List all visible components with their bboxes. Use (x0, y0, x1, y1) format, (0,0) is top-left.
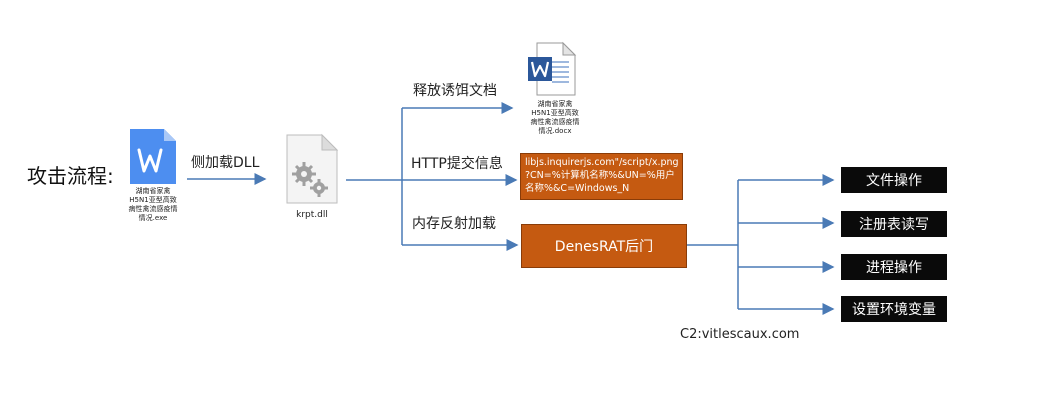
op-set-env-vars: 设置环境变量 (841, 296, 947, 322)
flow-title: 攻击流程: (27, 164, 114, 188)
denesrat-backdoor-box: DenesRAT后门 (521, 224, 687, 268)
docx-file-caption: 湖南省家禽 H5N1亚型高致 病性禽流感疫情 情况.docx (512, 100, 598, 136)
dll-file-caption: krpt.dll (296, 210, 328, 220)
docx-caption-line: H5N1亚型高致 (531, 109, 579, 117)
wps-exe-icon (130, 129, 176, 184)
op-process-operations: 进程操作 (841, 254, 947, 280)
docx-caption-line: 病性禽流感疫情 (530, 118, 580, 126)
http-request-box: libjs.inquirerjs.com"/script/x.png ?CN=%… (520, 153, 683, 200)
http-request-line: ?CN=%计算机名称%&UN=%用户 (525, 170, 675, 181)
http-request-line: 名称%&C=Windows_N (525, 183, 630, 194)
c2-server-label: C2:vitlescaux.com (680, 327, 800, 342)
sideload-label: 侧加载DLL (191, 155, 260, 171)
op-registry-rw: 注册表读写 (841, 211, 947, 237)
docx-caption-line: 湖南省家禽 (537, 100, 573, 108)
word-doc-icon (528, 41, 577, 96)
http-request-line: libjs.inquirerjs.com"/script/x.png (525, 157, 679, 168)
http-submit-label: HTTP提交信息 (411, 156, 503, 172)
exe-caption-line: H5N1亚型高致 (129, 196, 177, 204)
exe-caption-line: 湖南省家禽 (135, 187, 171, 195)
release-decoy-label: 释放诱饵文档 (413, 83, 497, 99)
docx-caption-line: 情况.docx (538, 127, 572, 135)
op-file-operations: 文件操作 (841, 167, 947, 193)
exe-caption-line: 病性禽流感疫情 (128, 205, 178, 213)
exe-file-caption: 湖南省家禽 H5N1亚型高致 病性禽流感疫情 情况.exe (110, 187, 196, 223)
exe-caption-line: 情况.exe (138, 214, 168, 222)
dll-gear-icon (286, 133, 339, 204)
reflective-load-label: 内存反射加载 (412, 216, 496, 232)
